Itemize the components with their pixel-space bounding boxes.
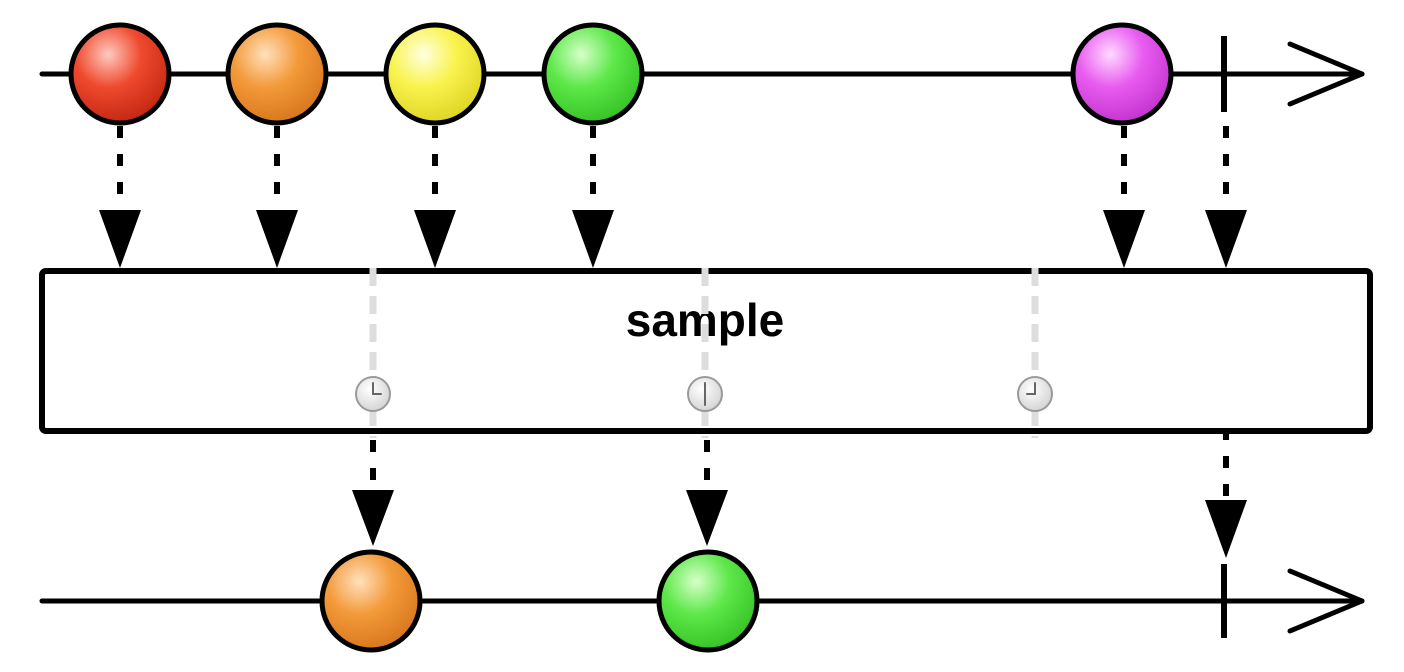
source-timeline-arrowhead bbox=[1287, 41, 1365, 107]
clock-icon bbox=[1017, 376, 1053, 412]
arrow-green bbox=[572, 126, 614, 268]
arrow-magenta bbox=[1103, 126, 1145, 268]
result-marble-green bbox=[656, 549, 760, 653]
marble-magenta bbox=[1070, 22, 1174, 126]
sampler-clocks bbox=[355, 376, 1053, 412]
result-timeline-arrowhead bbox=[1287, 568, 1365, 634]
source-marbles bbox=[68, 22, 1174, 126]
arrow-orange bbox=[256, 126, 298, 268]
arrow-sampled-green bbox=[686, 440, 728, 546]
arrow-completion bbox=[1205, 126, 1247, 268]
clock-icon bbox=[355, 376, 391, 412]
marble-red bbox=[68, 22, 172, 126]
marble-orange bbox=[225, 22, 329, 126]
marble-green bbox=[541, 22, 645, 126]
arrow-yellow bbox=[414, 126, 456, 268]
result-marble-orange bbox=[319, 549, 423, 653]
operator-to-result-arrows bbox=[352, 428, 1247, 558]
arrow-red bbox=[99, 126, 141, 268]
arrow-sampled-orange bbox=[352, 440, 394, 546]
clock-icon bbox=[687, 376, 723, 412]
source-to-operator-arrows bbox=[99, 126, 1247, 268]
arrow-result-completion bbox=[1205, 428, 1247, 558]
result-timeline bbox=[39, 549, 1365, 653]
marble-yellow bbox=[383, 22, 487, 126]
